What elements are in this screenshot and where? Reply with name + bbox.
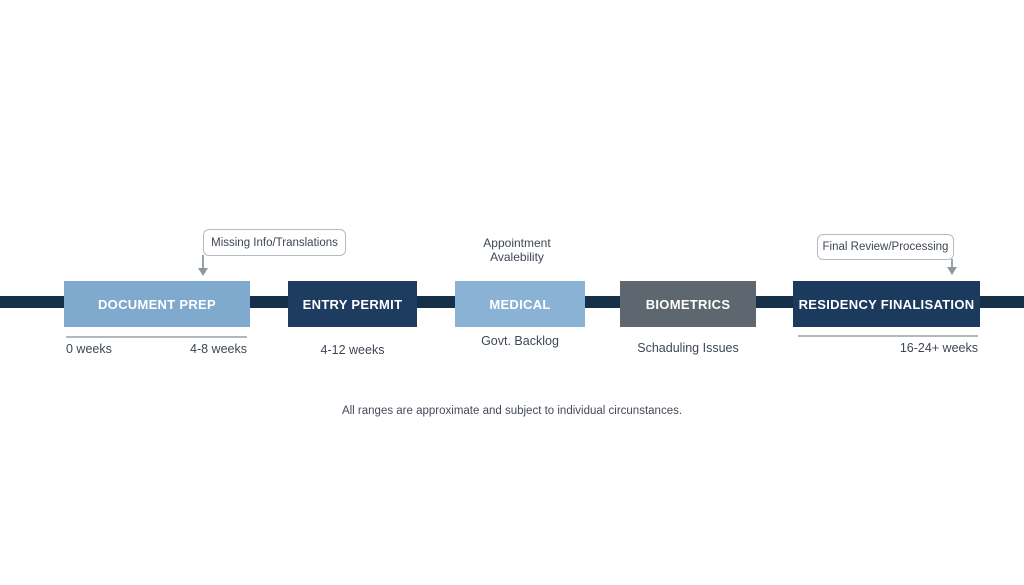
note-appointment-line2: Avalebility [490, 250, 544, 264]
down-arrow-icon [198, 268, 208, 276]
stage-entry-permit: ENTRY PERMIT [288, 281, 417, 327]
doc-prep-start-label: 0 weeks [66, 342, 112, 356]
callout-missing-info-label: Missing Info/Translations [211, 236, 338, 249]
down-arrow-icon [947, 267, 957, 275]
stage-biometrics: BIOMETRICS [620, 281, 756, 327]
doc-prep-range-labels: 0 weeks 4-8 weeks [66, 342, 247, 356]
stage-label: BIOMETRICS [645, 296, 731, 312]
callout-missing-info-leader-line [202, 255, 204, 269]
doc-prep-range-line [66, 336, 247, 338]
medical-delay-label: Govt. Backlog [481, 334, 559, 348]
stage-document-prep: DOCUMENT PREP [64, 281, 250, 327]
stage-label: DOCUMENT PREP [97, 296, 217, 312]
stage-residency-finalisation: RESIDENCY FINALISATION [793, 281, 980, 327]
doc-prep-range-label: 4-8 weeks [190, 342, 247, 356]
stage-medical: MEDICAL [455, 281, 585, 327]
stage-label: ENTRY PERMIT [302, 296, 403, 312]
callout-final-review-leader-line [951, 259, 953, 268]
residency-range-line [798, 335, 978, 337]
disclaimer-text: All ranges are approximate and subject t… [341, 405, 683, 417]
note-appointment-line1: Appointment [483, 236, 551, 250]
callout-missing-info: Missing Info/Translations [203, 229, 346, 256]
note-appointment-availability: Appointment Avalebility [437, 236, 597, 264]
stage-label: MEDICAL [489, 296, 551, 312]
callout-final-review: Final Review/Processing [817, 234, 954, 260]
biometrics-delay-label: Schaduling Issues [637, 341, 739, 355]
residency-range-label: 16-24+ weeks [899, 341, 978, 355]
callout-final-review-label: Final Review/Processing [822, 241, 949, 253]
entry-permit-range-label: 4-12 weeks [320, 343, 385, 357]
stage-label: RESIDENCY FINALISATION [798, 296, 975, 312]
